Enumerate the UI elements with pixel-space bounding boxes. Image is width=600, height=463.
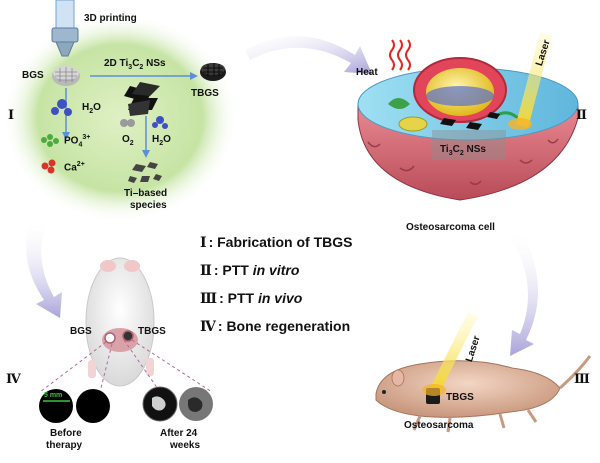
roman-ii: Ⅱ bbox=[576, 108, 587, 123]
arrow-i-to-iv bbox=[26, 222, 62, 318]
legend-item-2: Ⅱ: PTT in vitro bbox=[200, 262, 299, 279]
nss-label-c: C bbox=[132, 58, 140, 69]
tbgs-scaffold-icon bbox=[200, 63, 226, 81]
cell-nss-sub2: 2 bbox=[459, 150, 464, 157]
legend-text-1: : Fabrication of TBGS bbox=[208, 234, 353, 250]
h2o-left-o: O bbox=[93, 102, 101, 113]
mouse-tbgs-label: TBGS bbox=[138, 326, 166, 337]
mouse-top-view-illustration bbox=[85, 257, 155, 387]
ti-species-label-2: species bbox=[130, 200, 167, 211]
h2o-left-sub: 2 bbox=[89, 108, 94, 115]
bgs-scaffold-icon bbox=[52, 66, 80, 86]
h2o-right-o: O bbox=[163, 134, 171, 145]
cell-nss-c: C bbox=[452, 144, 460, 155]
heat-icon bbox=[389, 39, 411, 71]
ti-species-label-1: Ti–based bbox=[124, 188, 168, 199]
water-molecule-icon-2 bbox=[152, 116, 168, 129]
phosphate-icon bbox=[41, 134, 59, 147]
cell-nss-suffix: NSs bbox=[463, 144, 486, 155]
po4-sub: 4 bbox=[78, 141, 83, 149]
tbgs-label: TBGS bbox=[191, 88, 219, 99]
heat-label: Heat bbox=[356, 67, 378, 78]
legend-italic-2: in vitro bbox=[252, 262, 300, 278]
legend-text-4: : Bone regeneration bbox=[217, 318, 351, 334]
legend-text-2: : PTT bbox=[213, 262, 253, 278]
coating-arrow bbox=[90, 72, 198, 80]
osteosarcoma-cell-caption: Osteosarcoma cell bbox=[406, 222, 495, 233]
bgs-label: BGS bbox=[22, 70, 44, 81]
h2o-right-h: H bbox=[152, 134, 160, 145]
water-molecule-icon bbox=[51, 99, 72, 116]
nss-label-prefix: 2D Ti bbox=[104, 58, 129, 69]
legend-num-1: Ⅰ bbox=[200, 235, 207, 251]
arrow-ii-to-iii bbox=[510, 232, 539, 356]
after-label-1: After 24 bbox=[160, 428, 198, 439]
po4-sup: 3+ bbox=[82, 134, 91, 141]
h2o-label-left: H2O bbox=[82, 102, 101, 115]
nude-mouse-illustration bbox=[375, 312, 592, 433]
mouse-implant-tbgs-label: TBGS bbox=[446, 392, 474, 403]
ca-sup: 2+ bbox=[76, 161, 85, 168]
legend-italic-3: in vivo bbox=[257, 290, 303, 306]
cell-nss-label: Ti3C2 NSs bbox=[440, 144, 486, 157]
legend-num-2: Ⅱ bbox=[200, 263, 212, 279]
ti-species-icon bbox=[128, 162, 162, 183]
roman-iii: Ⅲ bbox=[574, 372, 590, 387]
o2-sub: 2 bbox=[129, 140, 134, 147]
h2o-right-sub: 2 bbox=[159, 140, 164, 147]
osteosarcoma-caption: Osteosarcoma bbox=[404, 420, 474, 431]
mouse-bgs-label: BGS bbox=[70, 326, 92, 337]
h2o-left-h: H bbox=[82, 102, 90, 113]
after-label-2: weeks bbox=[170, 440, 201, 451]
printer-nozzle-icon bbox=[51, 0, 79, 57]
nss-label-sub2: 2 bbox=[139, 64, 144, 71]
micro-ct-images bbox=[39, 386, 213, 423]
legend-item-3: Ⅲ: PTT in vivo bbox=[200, 290, 302, 307]
calcium-icon bbox=[41, 159, 56, 174]
ct-connectors bbox=[39, 339, 213, 393]
po4-label: PO43+ bbox=[64, 134, 90, 148]
nss-label-sub3: 3 bbox=[128, 64, 133, 71]
nss-label: 2D Ti3C2 NSs bbox=[104, 58, 166, 71]
h2o-label-right: H2O bbox=[152, 134, 171, 147]
legend-text-3: : PTT bbox=[219, 290, 258, 306]
roman-i: Ⅰ bbox=[8, 108, 15, 123]
cell-nss-ti: Ti bbox=[440, 144, 449, 155]
roman-iv: Ⅳ bbox=[6, 372, 21, 387]
oxygen-icon bbox=[120, 119, 135, 127]
o2-label: O2 bbox=[122, 134, 134, 147]
po4-text: PO bbox=[64, 135, 79, 147]
o2-text: O bbox=[122, 134, 130, 145]
printing-label: 3D printing bbox=[84, 13, 137, 24]
legend-num-4: Ⅳ bbox=[200, 319, 216, 335]
cell-nss-sub3: 3 bbox=[448, 150, 453, 157]
laser-beam-cell bbox=[508, 32, 552, 130]
legend-item-4: Ⅳ: Bone regeneration bbox=[200, 318, 350, 335]
ca-text: Ca bbox=[64, 162, 77, 174]
before-label-1: Before bbox=[50, 428, 82, 439]
nss-label-suffix: NSs bbox=[143, 58, 166, 69]
scale-bar-label: 5 mm bbox=[44, 392, 63, 399]
before-label-2: therapy bbox=[46, 440, 83, 451]
arrow-i-to-ii bbox=[245, 36, 372, 74]
legend-num-3: Ⅲ bbox=[200, 291, 218, 307]
fabrication-glow bbox=[2, 13, 238, 223]
ti3c2-nanosheets-icon bbox=[124, 82, 160, 116]
osteosarcoma-cell-illustration bbox=[357, 57, 579, 201]
legend-item-1: Ⅰ: Fabrication of TBGS bbox=[200, 234, 352, 251]
ca-label: Ca2+ bbox=[64, 161, 85, 173]
